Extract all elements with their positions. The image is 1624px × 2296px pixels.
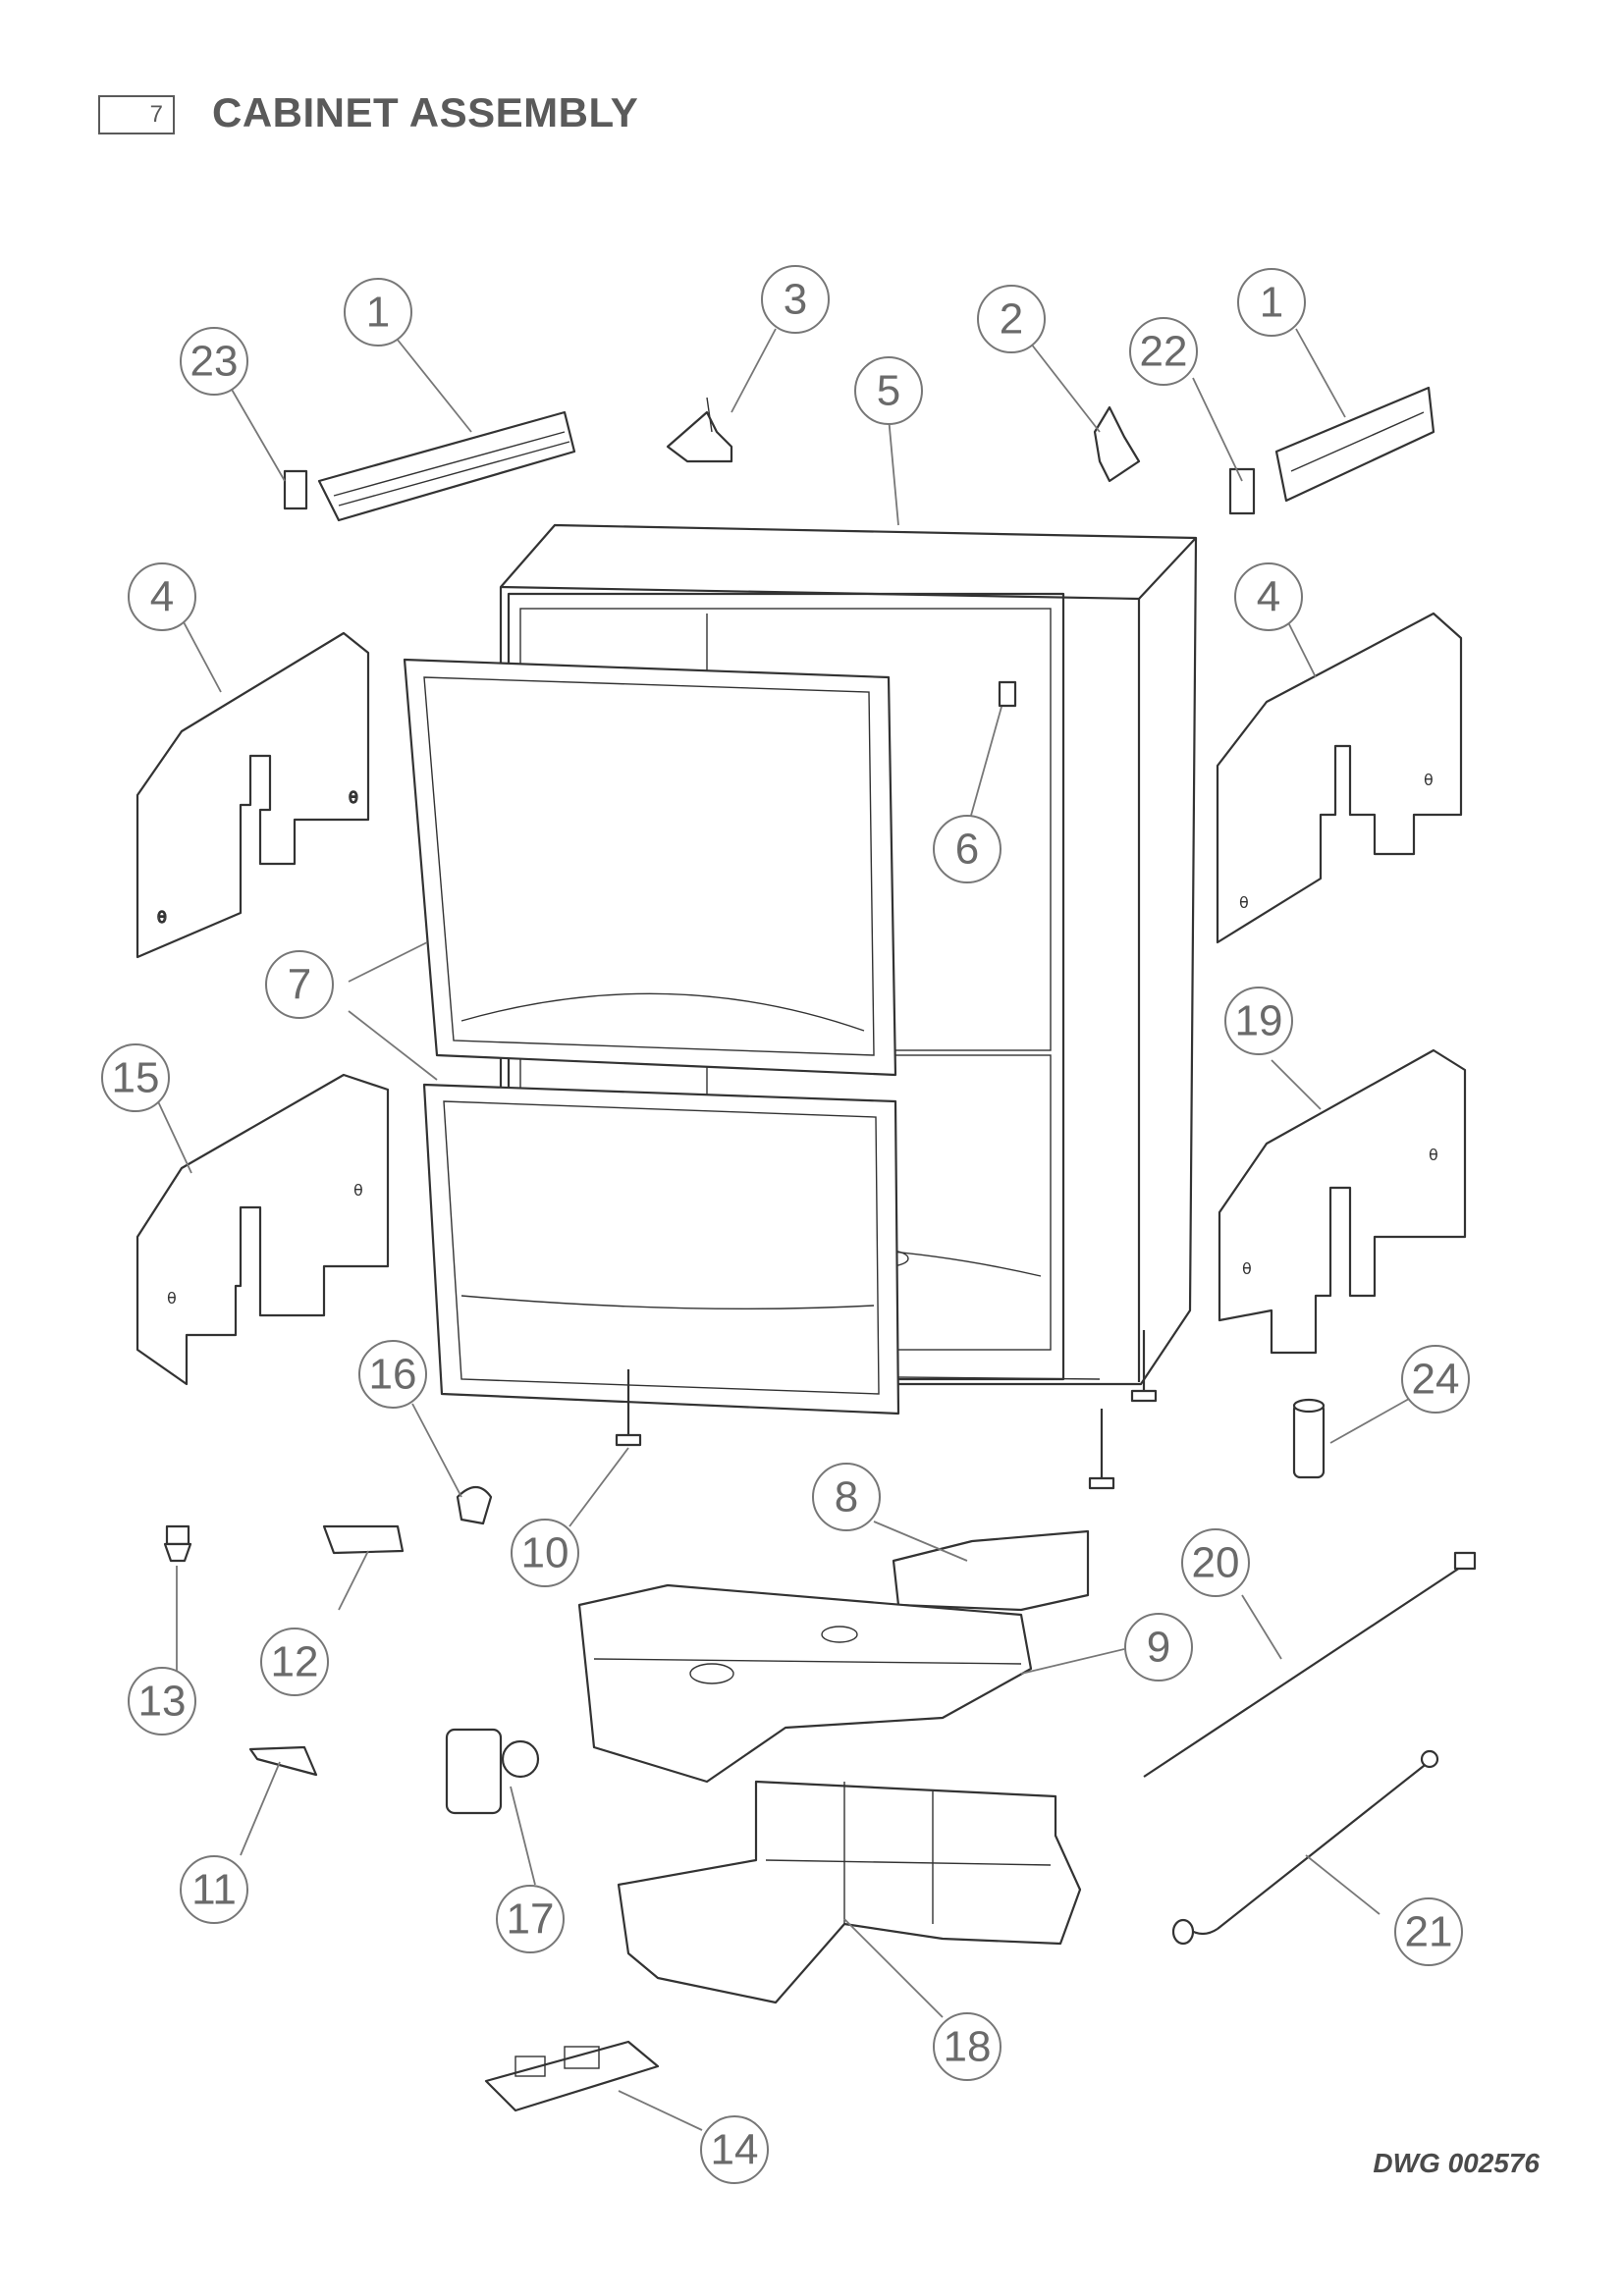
part-drawer-rail-right xyxy=(1274,386,1435,503)
part-front-frames xyxy=(403,658,900,1415)
callout-20: 20 xyxy=(1181,1528,1250,1597)
part-leveling-legs xyxy=(615,1330,1158,1490)
callout-4-right: 4 xyxy=(1234,562,1303,631)
svg-text:7: 7 xyxy=(288,961,311,1009)
page-title: CABINET ASSEMBLY xyxy=(212,89,639,135)
svg-text:20: 20 xyxy=(1192,1539,1240,1587)
svg-text:18: 18 xyxy=(944,2023,992,2071)
callout-15: 15 xyxy=(101,1043,170,1112)
part-sensor xyxy=(248,1745,318,1777)
part-power-cord xyxy=(1143,1551,1477,1778)
svg-text:22: 22 xyxy=(1140,328,1188,376)
callout-9: 9 xyxy=(1124,1613,1193,1682)
mark: θ xyxy=(349,788,358,807)
part-hinge-right xyxy=(1093,405,1141,483)
callout-11: 11 xyxy=(180,1855,248,1924)
callout-18: 18 xyxy=(933,2012,1001,2081)
callout-14: 14 xyxy=(700,2115,769,2184)
callout-12: 12 xyxy=(260,1628,329,1696)
svg-text:10: 10 xyxy=(521,1529,569,1577)
leader-lines xyxy=(156,328,1410,2131)
svg-text:2: 2 xyxy=(1000,295,1023,344)
part-side-panel-left-lower: θ θ xyxy=(135,1073,390,1386)
callout-1-right: 1 xyxy=(1237,268,1306,337)
mark: θ xyxy=(1242,1259,1252,1278)
part-switch xyxy=(322,1524,405,1555)
part-clip xyxy=(456,1485,493,1525)
part-control-board xyxy=(484,2040,660,2112)
callout-3: 3 xyxy=(761,265,830,334)
drawing-number: DWG 002576 xyxy=(1373,2148,1540,2178)
svg-text:14: 14 xyxy=(711,2126,759,2174)
callout-16: 16 xyxy=(358,1340,427,1409)
svg-text:8: 8 xyxy=(835,1473,858,1522)
svg-text:3: 3 xyxy=(784,276,807,324)
part-spacer xyxy=(1292,1398,1326,1479)
svg-text:15: 15 xyxy=(112,1054,160,1102)
part-inlet-hose xyxy=(1171,1749,1439,1946)
svg-text:1: 1 xyxy=(366,289,390,337)
callout-5: 5 xyxy=(854,356,923,425)
callout-24: 24 xyxy=(1401,1345,1470,1414)
svg-text:24: 24 xyxy=(1412,1356,1460,1404)
svg-text:4: 4 xyxy=(1257,573,1280,621)
svg-text:23: 23 xyxy=(190,338,239,386)
part-base-bracket xyxy=(892,1529,1090,1612)
part-base-tray xyxy=(577,1583,1033,1784)
callout-10: 10 xyxy=(511,1519,579,1587)
mark: θ xyxy=(1239,893,1249,912)
callout-4-left: 4 xyxy=(128,562,196,631)
mark: θ xyxy=(353,1181,363,1200)
callout-2: 2 xyxy=(977,285,1046,353)
svg-text:9: 9 xyxy=(1147,1624,1170,1672)
mark: θ xyxy=(167,1289,177,1308)
callout-8: 8 xyxy=(812,1463,881,1531)
part-side-panel-right-upper: θ θ xyxy=(1216,612,1463,944)
part-rail-end-cap-right xyxy=(1228,467,1256,515)
svg-text:5: 5 xyxy=(877,367,900,415)
svg-text:21: 21 xyxy=(1405,1908,1453,1956)
svg-text:12: 12 xyxy=(271,1638,319,1686)
callout-21: 21 xyxy=(1394,1897,1463,1966)
svg-text:13: 13 xyxy=(138,1678,187,1726)
callout-1-left: 1 xyxy=(344,278,412,347)
callout-6: 6 xyxy=(933,815,1001,883)
part-base-frame xyxy=(617,1780,1082,2004)
svg-text:4: 4 xyxy=(150,573,174,621)
part-side-panel-right-lower: θ θ xyxy=(1218,1048,1467,1355)
svg-text:19: 19 xyxy=(1235,997,1283,1045)
svg-text:1: 1 xyxy=(1260,279,1283,327)
mark: θ xyxy=(157,908,167,927)
part-water-valve xyxy=(445,1728,540,1815)
part-drawer-rail-left xyxy=(317,410,576,522)
part-bolt xyxy=(163,1524,192,1563)
svg-text:6: 6 xyxy=(955,826,979,874)
mark: θ xyxy=(1424,771,1434,789)
part-hinge-left xyxy=(666,397,733,463)
mark: θ xyxy=(1429,1146,1438,1164)
part-bracket xyxy=(998,680,1017,708)
callout-13: 13 xyxy=(128,1667,196,1735)
callout-22: 22 xyxy=(1129,317,1198,386)
svg-text:17: 17 xyxy=(507,1896,555,1944)
svg-text:11: 11 xyxy=(191,1866,237,1914)
callout-23: 23 xyxy=(180,327,248,396)
part-side-panel-left-upper: θ θ xyxy=(135,631,370,959)
callout-7: 7 xyxy=(265,950,334,1019)
part-rail-end-cap-left xyxy=(283,469,308,510)
callout-17: 17 xyxy=(496,1885,565,1953)
svg-text:16: 16 xyxy=(369,1351,417,1399)
page-number: 7 xyxy=(98,95,175,134)
callout-19: 19 xyxy=(1224,987,1293,1055)
